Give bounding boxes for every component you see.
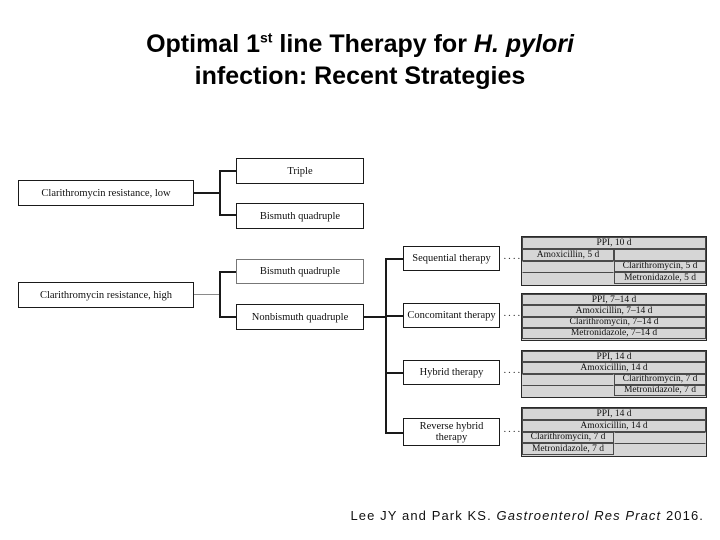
title-text-pre: Optimal 1 [146, 30, 260, 58]
connector-nonbismuth-stem [364, 316, 386, 318]
connector-therapy-vertical [385, 258, 387, 434]
page-title: Optimal 1st line Therapy for H. pylori i… [40, 28, 680, 92]
connector-high-vertical [219, 271, 221, 318]
regimen-cell: Clarithromycin, 7 d [522, 431, 614, 444]
regimen-cell: Metronidazole, 7–14 d [522, 327, 706, 339]
node-triple[interactable]: Triple [236, 158, 364, 184]
regimen-cell: Amoxicillin, 7–14 d [522, 305, 706, 317]
regimen-cell [614, 248, 706, 261]
regimen-row: Clarithromycin, 7 d [522, 373, 706, 385]
dots-sequential: ···· [503, 253, 522, 265]
connector-to-sequential [385, 258, 404, 260]
regimen-cell: PPI, 10 d [522, 237, 706, 249]
regimen-cell: Metronidazole, 5 d [614, 272, 706, 284]
regimen-cell-empty [614, 443, 706, 455]
regimen-row: Amoxicillin, 7–14 d [522, 305, 706, 317]
connector-low-to-bismuth [219, 214, 237, 216]
regimen-row: Amoxicillin, 5 d [522, 248, 706, 261]
regimen-row: Clarithromycin, 7 d [522, 431, 706, 444]
regimen-cell-empty [522, 272, 614, 284]
regimen-cell: Clarithromycin, 7–14 d [522, 316, 706, 328]
title-text-mid: line Therapy for [272, 30, 474, 58]
connector-low-stem [194, 192, 220, 194]
node-clarithromycin-resistance-high[interactable]: Clarithromycin resistance, high [18, 282, 194, 308]
regimen-row: PPI, 14 d [522, 351, 706, 363]
regimen-row: PPI, 14 d [522, 408, 706, 420]
citation-journal: Gastroenterol Res Pract [496, 508, 662, 523]
regimen-row: Amoxicillin, 14 d [522, 419, 706, 432]
dots-hybrid: ···· [503, 367, 522, 379]
connector-high-to-bismuth [219, 271, 237, 273]
citation: Lee JY and Park KS. Gastroenterol Res Pr… [300, 508, 704, 523]
connector-high-stem [194, 294, 220, 296]
regimen-cell: Clarithromycin, 7 d [614, 373, 706, 385]
connector-to-hybrid [385, 372, 404, 375]
regimen-cell: Amoxicillin, 14 d [522, 419, 706, 432]
regimen-row: Metronidazole, 7 d [522, 443, 706, 455]
connector-low-vertical [219, 170, 221, 215]
node-clarithromycin-resistance-low[interactable]: Clarithromycin resistance, low [18, 180, 194, 206]
regimen-cell: Metronidazole, 7 d [522, 443, 614, 455]
node-bismuth-quadruple-2[interactable]: Bismuth quadruple [236, 259, 364, 284]
connector-high-to-nonbismuth [219, 316, 237, 318]
node-concomitant-therapy[interactable]: Concomitant therapy [403, 303, 500, 328]
regimen-row: Clarithromycin, 5 d [522, 260, 706, 273]
regimen-cell: Clarithromycin, 5 d [614, 260, 706, 273]
regimen-row: Amoxicillin, 14 d [522, 362, 706, 374]
regimen-cell: Amoxicillin, 5 d [522, 248, 614, 261]
regimen-cell: PPI, 7–14 d [522, 294, 706, 306]
title-line2: infection: Recent Strategies [194, 62, 526, 90]
regimen-cell: PPI, 14 d [522, 351, 706, 363]
node-nonbismuth-quadruple[interactable]: Nonbismuth quadruple [236, 304, 364, 330]
dots-concomitant: ···· [503, 310, 522, 322]
title-species-italic: H. pylori [473, 30, 574, 58]
connector-low-to-triple [219, 170, 237, 172]
dots-reverse-hybrid: ···· [503, 426, 522, 438]
regimen-cell: Amoxicillin, 14 d [522, 362, 706, 374]
citation-year: 2016. [661, 508, 704, 523]
regimen-row: Clarithromycin, 7–14 d [522, 316, 706, 328]
node-hybrid-therapy[interactable]: Hybrid therapy [403, 360, 500, 385]
regimen-row: Metronidazole, 5 d [522, 272, 706, 284]
regimen-cell-empty [614, 431, 706, 444]
regimen-row: PPI, 10 d [522, 237, 706, 249]
node-sequential-therapy[interactable]: Sequential therapy [403, 246, 500, 271]
node-bismuth-quadruple[interactable]: Bismuth quadruple [236, 203, 364, 229]
regimen-cell-empty [522, 260, 614, 273]
regimen-cell: Metronidazole, 7 d [614, 384, 706, 396]
regimen-cell-empty [522, 384, 614, 396]
connector-to-reverse-hybrid [385, 432, 404, 434]
title-superscript: st [260, 29, 273, 46]
regimen-cell-empty [522, 373, 614, 385]
regimen-cell: PPI, 14 d [522, 408, 706, 420]
citation-authors: Lee JY and Park KS. [350, 508, 497, 523]
regimen-row: Metronidazole, 7 d [522, 384, 706, 396]
regimen-row: Metronidazole, 7–14 d [522, 327, 706, 339]
connector-to-concomitant [385, 315, 404, 317]
title-line1: Optimal 1st line Therapy for H. pylori [146, 30, 574, 58]
node-reverse-hybrid-therapy[interactable]: Reverse hybrid therapy [403, 418, 500, 446]
regimen-row: PPI, 7–14 d [522, 294, 706, 306]
